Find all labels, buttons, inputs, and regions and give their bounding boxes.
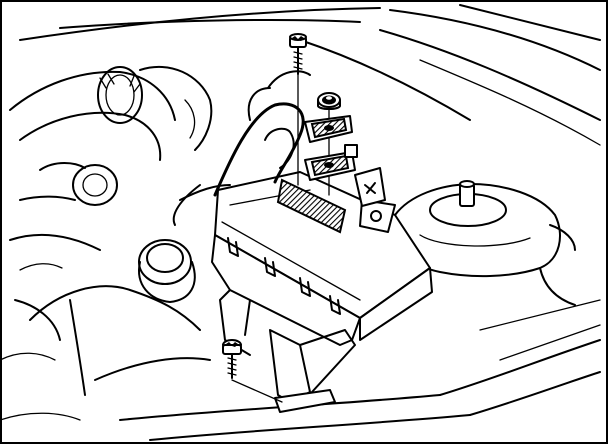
mounting-stud bbox=[344, 144, 386, 207]
upper-mounting-bolt bbox=[289, 33, 307, 75]
rubber-grommet-lower bbox=[304, 151, 356, 181]
strut-tower bbox=[393, 180, 576, 306]
reservoir-module bbox=[211, 171, 433, 413]
washer bbox=[317, 92, 341, 110]
wiring-harness bbox=[172, 70, 311, 226]
rubber-grommet-upper bbox=[304, 115, 353, 143]
lower-mounting-bolt bbox=[222, 339, 283, 403]
bracket-insulator bbox=[276, 178, 347, 234]
engine-bay-background bbox=[0, 4, 601, 441]
